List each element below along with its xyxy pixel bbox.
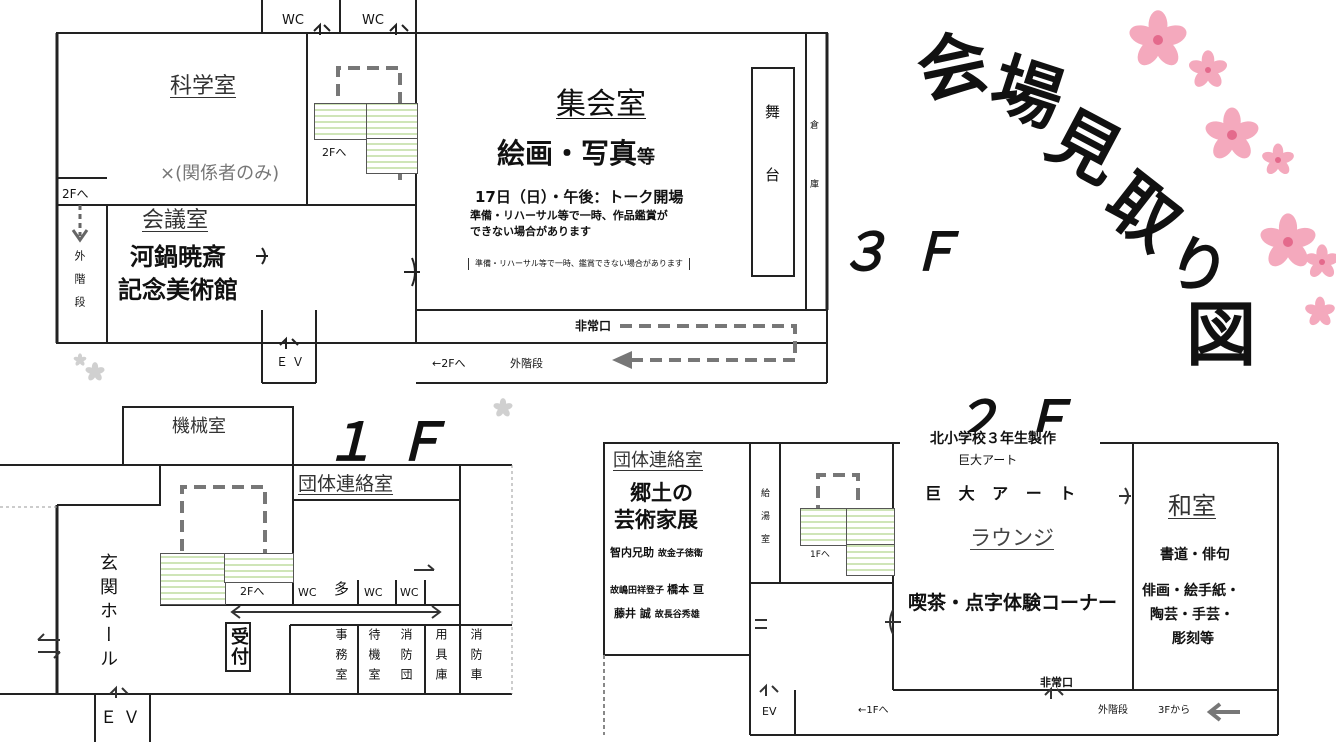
f3-to2f-bottom: ←2Fへ [432, 357, 466, 370]
floor1-stairs-b [224, 553, 294, 583]
f3-outer-stairs-bottom: 外階段 [510, 357, 543, 370]
f2-ev: EV [762, 705, 777, 718]
jp-room-line1: 書道・俳句 [1160, 547, 1230, 563]
giant-art-caption-1: 北小学校３年生製作 [926, 432, 1060, 446]
supply-storage: 用具庫 [434, 628, 448, 688]
f3-to2f-left: 2Fへ [62, 187, 89, 201]
f1-wc-1: WC [298, 586, 317, 599]
museum-line1: 河鍋暁斎 [130, 243, 226, 271]
floor3-stairs-c [366, 138, 418, 174]
machine-room: 機械室 [172, 416, 226, 437]
artists-row2: 故嶋田祥登子 橋本 亘 [610, 583, 704, 596]
notice-small: 準備・リハーサル等で一時、鑑賞できない場合があります [468, 258, 690, 270]
floor1-outline [0, 465, 513, 694]
sakura-centers [1153, 35, 1325, 265]
waiting-room: 待機室 [367, 628, 381, 688]
floor2-stairs-route [816, 473, 860, 520]
floor2-walls [603, 442, 1279, 736]
floor-label-1f: １Ｆ [324, 413, 465, 473]
artists-row3: 藤井 誠 故長谷秀雄 [614, 607, 700, 620]
floor1-stairs-route [180, 485, 267, 580]
f1-wc-3: WC [400, 586, 419, 599]
lounge: ラウンジ [970, 526, 1054, 550]
floor1-walls [0, 406, 512, 742]
f1-to2f: 2Fへ [240, 585, 265, 598]
floor2-door-marks [755, 487, 1131, 699]
floor3-stairs-a [314, 103, 368, 140]
f1-wc-2: WC [364, 586, 383, 599]
floor1-stairs-a [160, 553, 226, 605]
f2-group-room: 団体連絡室 [613, 450, 703, 471]
floor3-left-arrow [71, 205, 89, 243]
f2-from3f: 3Fから [1158, 705, 1191, 716]
office: 事務室 [334, 628, 348, 688]
cafe-corner: 喫茶・点字体験コーナー [908, 592, 1118, 614]
f3-wc-1: WC [282, 13, 304, 28]
floor2-exit-arrow [1206, 702, 1240, 722]
floor2-stairs-a [800, 508, 848, 546]
f2-to1f-bottom: ←1Fへ [858, 705, 889, 716]
f3-wc-2: WC [362, 13, 384, 28]
f1-group-room: 団体連絡室 [298, 473, 394, 495]
floor-label-3f: ３Ｆ [838, 223, 979, 283]
f1-multi-toilet: 多 [334, 580, 350, 598]
floor1-arrows [37, 564, 442, 698]
giant-art: 巨 大 ア ー ト [925, 484, 1082, 503]
japanese-room: 和室 [1168, 492, 1216, 520]
floor3-stairs-b [366, 103, 418, 140]
entrance-hall: 玄関ホール [97, 553, 118, 673]
hall-room: 集会室 [556, 87, 646, 122]
local-artists-line2: 芸術家展 [614, 508, 698, 532]
f3-ev: ＥＶ [276, 355, 309, 369]
f1-ev: ＥＶ [100, 708, 146, 728]
floor3-exit-route [336, 66, 797, 362]
stage-label: 舞台 [763, 104, 781, 230]
sakura-decoration [1127, 10, 1336, 327]
notice-line2: できない場合があります [470, 225, 591, 238]
giant-art-caption-2: 巨大アート [958, 453, 1018, 467]
floor2-stairs-b [846, 508, 895, 546]
local-artists-line1: 郷土の [630, 481, 693, 505]
f3-outer-stairs: 外階段 [73, 250, 86, 319]
exhibit-title: 絵画・写真等 [497, 137, 656, 170]
storage-label: 倉庫 [808, 120, 818, 238]
f2-emergency-exit: 非常口 [1040, 676, 1073, 689]
f2-to1f-stairs: 1Fへ [810, 550, 830, 560]
talk-event: 17日（日）・午後：トーク開場 [475, 188, 684, 206]
kitchen: 給湯室 [759, 488, 769, 557]
title-char-1: 会 [910, 19, 996, 115]
jp-room-line4: 彫刻等 [1172, 631, 1214, 647]
f3-to2f-stairs: 2Fへ [322, 146, 347, 159]
artists-row1: 智内兄助 故金子徳衛 [610, 546, 703, 559]
f3-emergency-exit: 非常口 [575, 319, 612, 333]
floor3-exit-arrow [612, 351, 632, 369]
door-marks [256, 22, 420, 349]
museum-line2: 記念美術館 [118, 276, 238, 304]
jp-room-line2: 俳画・絵手紙・ [1142, 583, 1240, 599]
science-room: 科学室 [170, 74, 237, 99]
jp-room-line3: 陶芸・手芸・ [1150, 607, 1234, 623]
floor3-walls [55, 0, 829, 384]
fire-team: 消防団 [399, 628, 413, 688]
meeting-room: 会議室 [142, 208, 209, 233]
f2-outer-stairs: 外階段 [1098, 705, 1128, 716]
fire-vehicle: 消防車 [469, 628, 483, 688]
floor2-stairs-c [846, 544, 895, 576]
notice-line1: 準備・リハーサル等で一時、作品鑑賞が [470, 209, 668, 222]
staff-only-note: ×(関係者のみ) [160, 163, 280, 184]
title-char-6: 図 [1186, 294, 1256, 376]
reception: 受付 [225, 622, 251, 672]
